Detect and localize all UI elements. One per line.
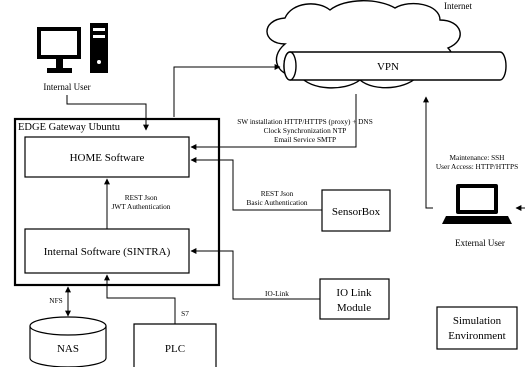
- io-link-module-line-2: Module: [337, 302, 371, 314]
- external-user-label: External User: [455, 238, 505, 248]
- home-software-box: [24, 136, 190, 178]
- service-label-smtp: Email Service SMTP: [274, 135, 336, 144]
- s7-label: S7: [181, 309, 189, 318]
- internal-software-label: Internal Software (SINTRA): [44, 246, 171, 258]
- io-link-module-box: [319, 278, 390, 320]
- sensorbox-arrow: [190, 157, 322, 211]
- rest-internal-line-1: REST Json: [125, 193, 158, 202]
- nfs-label: NFS: [49, 296, 62, 305]
- home-software-label: HOME Software: [70, 152, 145, 164]
- s7-connection: [104, 274, 176, 324]
- service-label-http: SW installation HTTP/HTTPS (proxy) + DNS: [237, 117, 373, 126]
- io-link-module-line-1: IO Link: [336, 287, 372, 299]
- vpn-label: VPN: [377, 61, 399, 73]
- laptop-icon: [442, 184, 512, 224]
- nas-cylinder: [29, 316, 107, 367]
- vpn-tunnel: [283, 51, 507, 81]
- internal-user-arrow: [66, 95, 149, 131]
- external-user-arrow: [423, 96, 433, 209]
- service-label-ntp: Clock Synchronization NTP: [264, 126, 347, 135]
- rest-sensorbox-line-1: REST Json: [261, 189, 294, 198]
- gateway-internet-arrow: [173, 64, 281, 117]
- plc-label: PLC: [165, 343, 185, 355]
- edge-gateway-box: [13, 117, 221, 287]
- external-access-line-1: Maintenance: SSH: [450, 153, 506, 162]
- nas-label: NAS: [57, 343, 79, 355]
- simulation-line-1: Simulation: [453, 315, 502, 327]
- internet-services-arrow: [190, 94, 357, 150]
- io-link-connection-label: IO-Link: [265, 289, 289, 298]
- io-link-arrow: [190, 248, 320, 300]
- sensorbox-label: SensorBox: [332, 206, 381, 218]
- external-access-line-2: User Access: HTTP/HTTPS: [436, 162, 518, 171]
- desktop-computer-icon: [37, 23, 108, 73]
- simulation-environment-box: [436, 306, 518, 350]
- sensorbox-box: [321, 189, 391, 232]
- rest-internal-line-2: JWT Authentication: [112, 202, 171, 211]
- simulation-line-2: Environment: [448, 330, 505, 342]
- edge-gateway-title: EDGE Gateway Ubuntu: [18, 122, 121, 133]
- internal-software-box: [24, 228, 190, 274]
- internet-label: Internet: [444, 1, 472, 11]
- rest-sensorbox-line-2: Basic Authentication: [247, 198, 308, 207]
- internal-user-label: Internal User: [43, 82, 90, 92]
